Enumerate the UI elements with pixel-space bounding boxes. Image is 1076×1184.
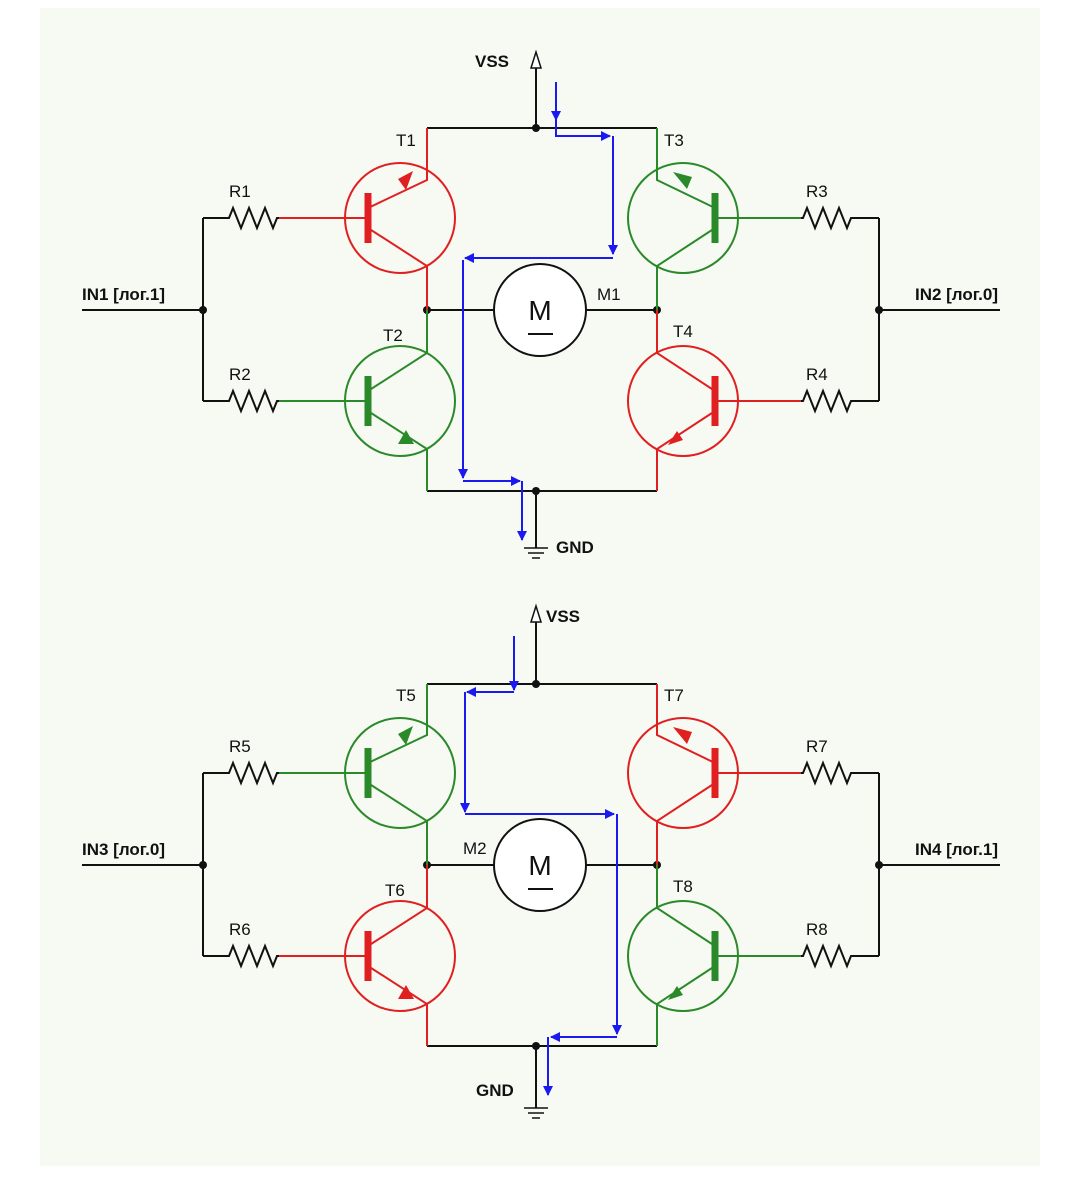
- resistor-zigzag-icon: [801, 205, 879, 231]
- transistor-label: T3: [664, 131, 684, 150]
- emitter-arrow-icon: [398, 171, 413, 190]
- transistor-collector: [367, 310, 428, 392]
- transistor-collector: [656, 865, 716, 947]
- input-label-right: IN4 [лог.1]: [915, 840, 998, 859]
- transistor-emitter: [367, 227, 428, 310]
- resistor-label: R4: [806, 365, 828, 384]
- resistor-zigzag-icon: [801, 943, 879, 969]
- vss-label: VSS: [475, 52, 509, 71]
- input-label-left: IN1 [лог.1]: [82, 285, 165, 304]
- resistor-zigzag-icon: [801, 760, 879, 786]
- transistor-t-ur: T3: [627, 128, 801, 310]
- input-label-right: IN2 [лог.0]: [915, 285, 998, 304]
- resistor-zigzag-icon: [801, 388, 879, 414]
- gnd-label: GND: [556, 538, 594, 557]
- transistor-emitter: [656, 227, 716, 310]
- junction-dot: [875, 861, 883, 869]
- transistor-label: T7: [664, 686, 684, 705]
- gnd-label: GND: [476, 1081, 514, 1100]
- junction-dot: [199, 306, 207, 314]
- vss-arrow-icon: [529, 49, 543, 69]
- transistor-label: T2: [383, 326, 403, 345]
- transistor-label: T4: [673, 322, 693, 341]
- resistor-r-lr: R4: [801, 365, 879, 414]
- resistor-label: R3: [806, 182, 828, 201]
- resistor-zigzag-icon: [203, 760, 279, 786]
- emitter-arrow-icon: [668, 431, 683, 445]
- resistor-label: R2: [229, 365, 251, 384]
- current-arrow: [555, 120, 611, 141]
- ground-icon: [524, 1107, 548, 1119]
- transistor-emitter: [367, 782, 428, 865]
- resistor-label: R8: [806, 920, 828, 939]
- resistor-label: R1: [229, 182, 251, 201]
- transistor-emitter: [367, 965, 428, 1046]
- transistor-collector: [367, 684, 428, 764]
- transistor-emitter: [656, 410, 716, 491]
- bottom-h-bridge: VSS GND M M2 IN3 [лог.0] IN4 [лог.1]: [82, 603, 1000, 1119]
- transistor-collector: [656, 310, 716, 392]
- motor-label: M2: [463, 839, 487, 858]
- transistor-t-ul: T1: [279, 128, 456, 310]
- transistor-t-ll: T6: [279, 865, 456, 1046]
- ground-icon: [524, 547, 548, 559]
- resistor-r-ll: R2: [203, 365, 279, 414]
- resistor-r-ul: R1: [203, 182, 279, 231]
- transistor-emitter: [656, 965, 716, 1046]
- transistor-t-lr: T8: [627, 865, 801, 1046]
- resistor-r-ul: R5: [203, 737, 279, 786]
- resistor-r-ll: R6: [203, 920, 279, 969]
- transistor-label: T5: [396, 686, 416, 705]
- emitter-arrow-icon: [673, 172, 692, 189]
- junction-dot: [199, 861, 207, 869]
- current-flow-path: [460, 636, 622, 1096]
- junction-dot: [532, 124, 540, 132]
- transistor-emitter: [367, 410, 428, 491]
- transistor-t-ur: T7: [627, 684, 801, 865]
- transistor-t-ul: T5: [279, 684, 456, 865]
- motor-label: M1: [597, 285, 621, 304]
- emitter-arrow-icon: [398, 985, 414, 999]
- emitter-arrow-icon: [398, 726, 413, 745]
- transistor-t-ll: T2: [279, 310, 456, 491]
- transistor-label: T6: [385, 881, 405, 900]
- resistor-zigzag-icon: [203, 943, 279, 969]
- resistor-label: R7: [806, 737, 828, 756]
- emitter-arrow-icon: [673, 727, 692, 744]
- transistor-label: T1: [396, 131, 416, 150]
- junction-dot: [532, 680, 540, 688]
- junction-dot: [875, 306, 883, 314]
- junction-dot: [532, 1042, 540, 1050]
- resistor-zigzag-icon: [203, 205, 279, 231]
- vss-arrow-icon: [529, 603, 543, 623]
- motor-symbol: M: [528, 295, 551, 326]
- vss-label: VSS: [546, 607, 580, 626]
- resistor-r-lr: R8: [801, 920, 879, 969]
- current-flow-path: [458, 82, 618, 541]
- motor-symbol: M: [528, 850, 551, 881]
- resistor-zigzag-icon: [203, 388, 279, 414]
- motor-icon: [493, 263, 587, 357]
- diagram-background: [40, 8, 1040, 1166]
- junction-dot: [532, 487, 540, 495]
- resistor-label: R6: [229, 920, 251, 939]
- transistor-label: T8: [673, 877, 693, 896]
- transistor-collector: [367, 128, 428, 209]
- emitter-arrow-icon: [398, 430, 414, 444]
- emitter-arrow-icon: [668, 986, 683, 1000]
- resistor-label: R5: [229, 737, 251, 756]
- resistor-r-ur: R3: [801, 182, 879, 231]
- transistor-collector: [656, 684, 716, 764]
- motor-icon: [493, 818, 587, 912]
- top-h-bridge: VSS GND M M1 IN1 [лог.1] IN2 [лог.0]: [82, 49, 1000, 559]
- transistor-t-lr: T4: [627, 310, 801, 491]
- resistor-r-ur: R7: [801, 737, 879, 786]
- transistor-collector: [656, 128, 716, 209]
- transistor-collector: [367, 865, 428, 947]
- input-label-left: IN3 [лог.0]: [82, 840, 165, 859]
- transistor-emitter: [656, 782, 716, 865]
